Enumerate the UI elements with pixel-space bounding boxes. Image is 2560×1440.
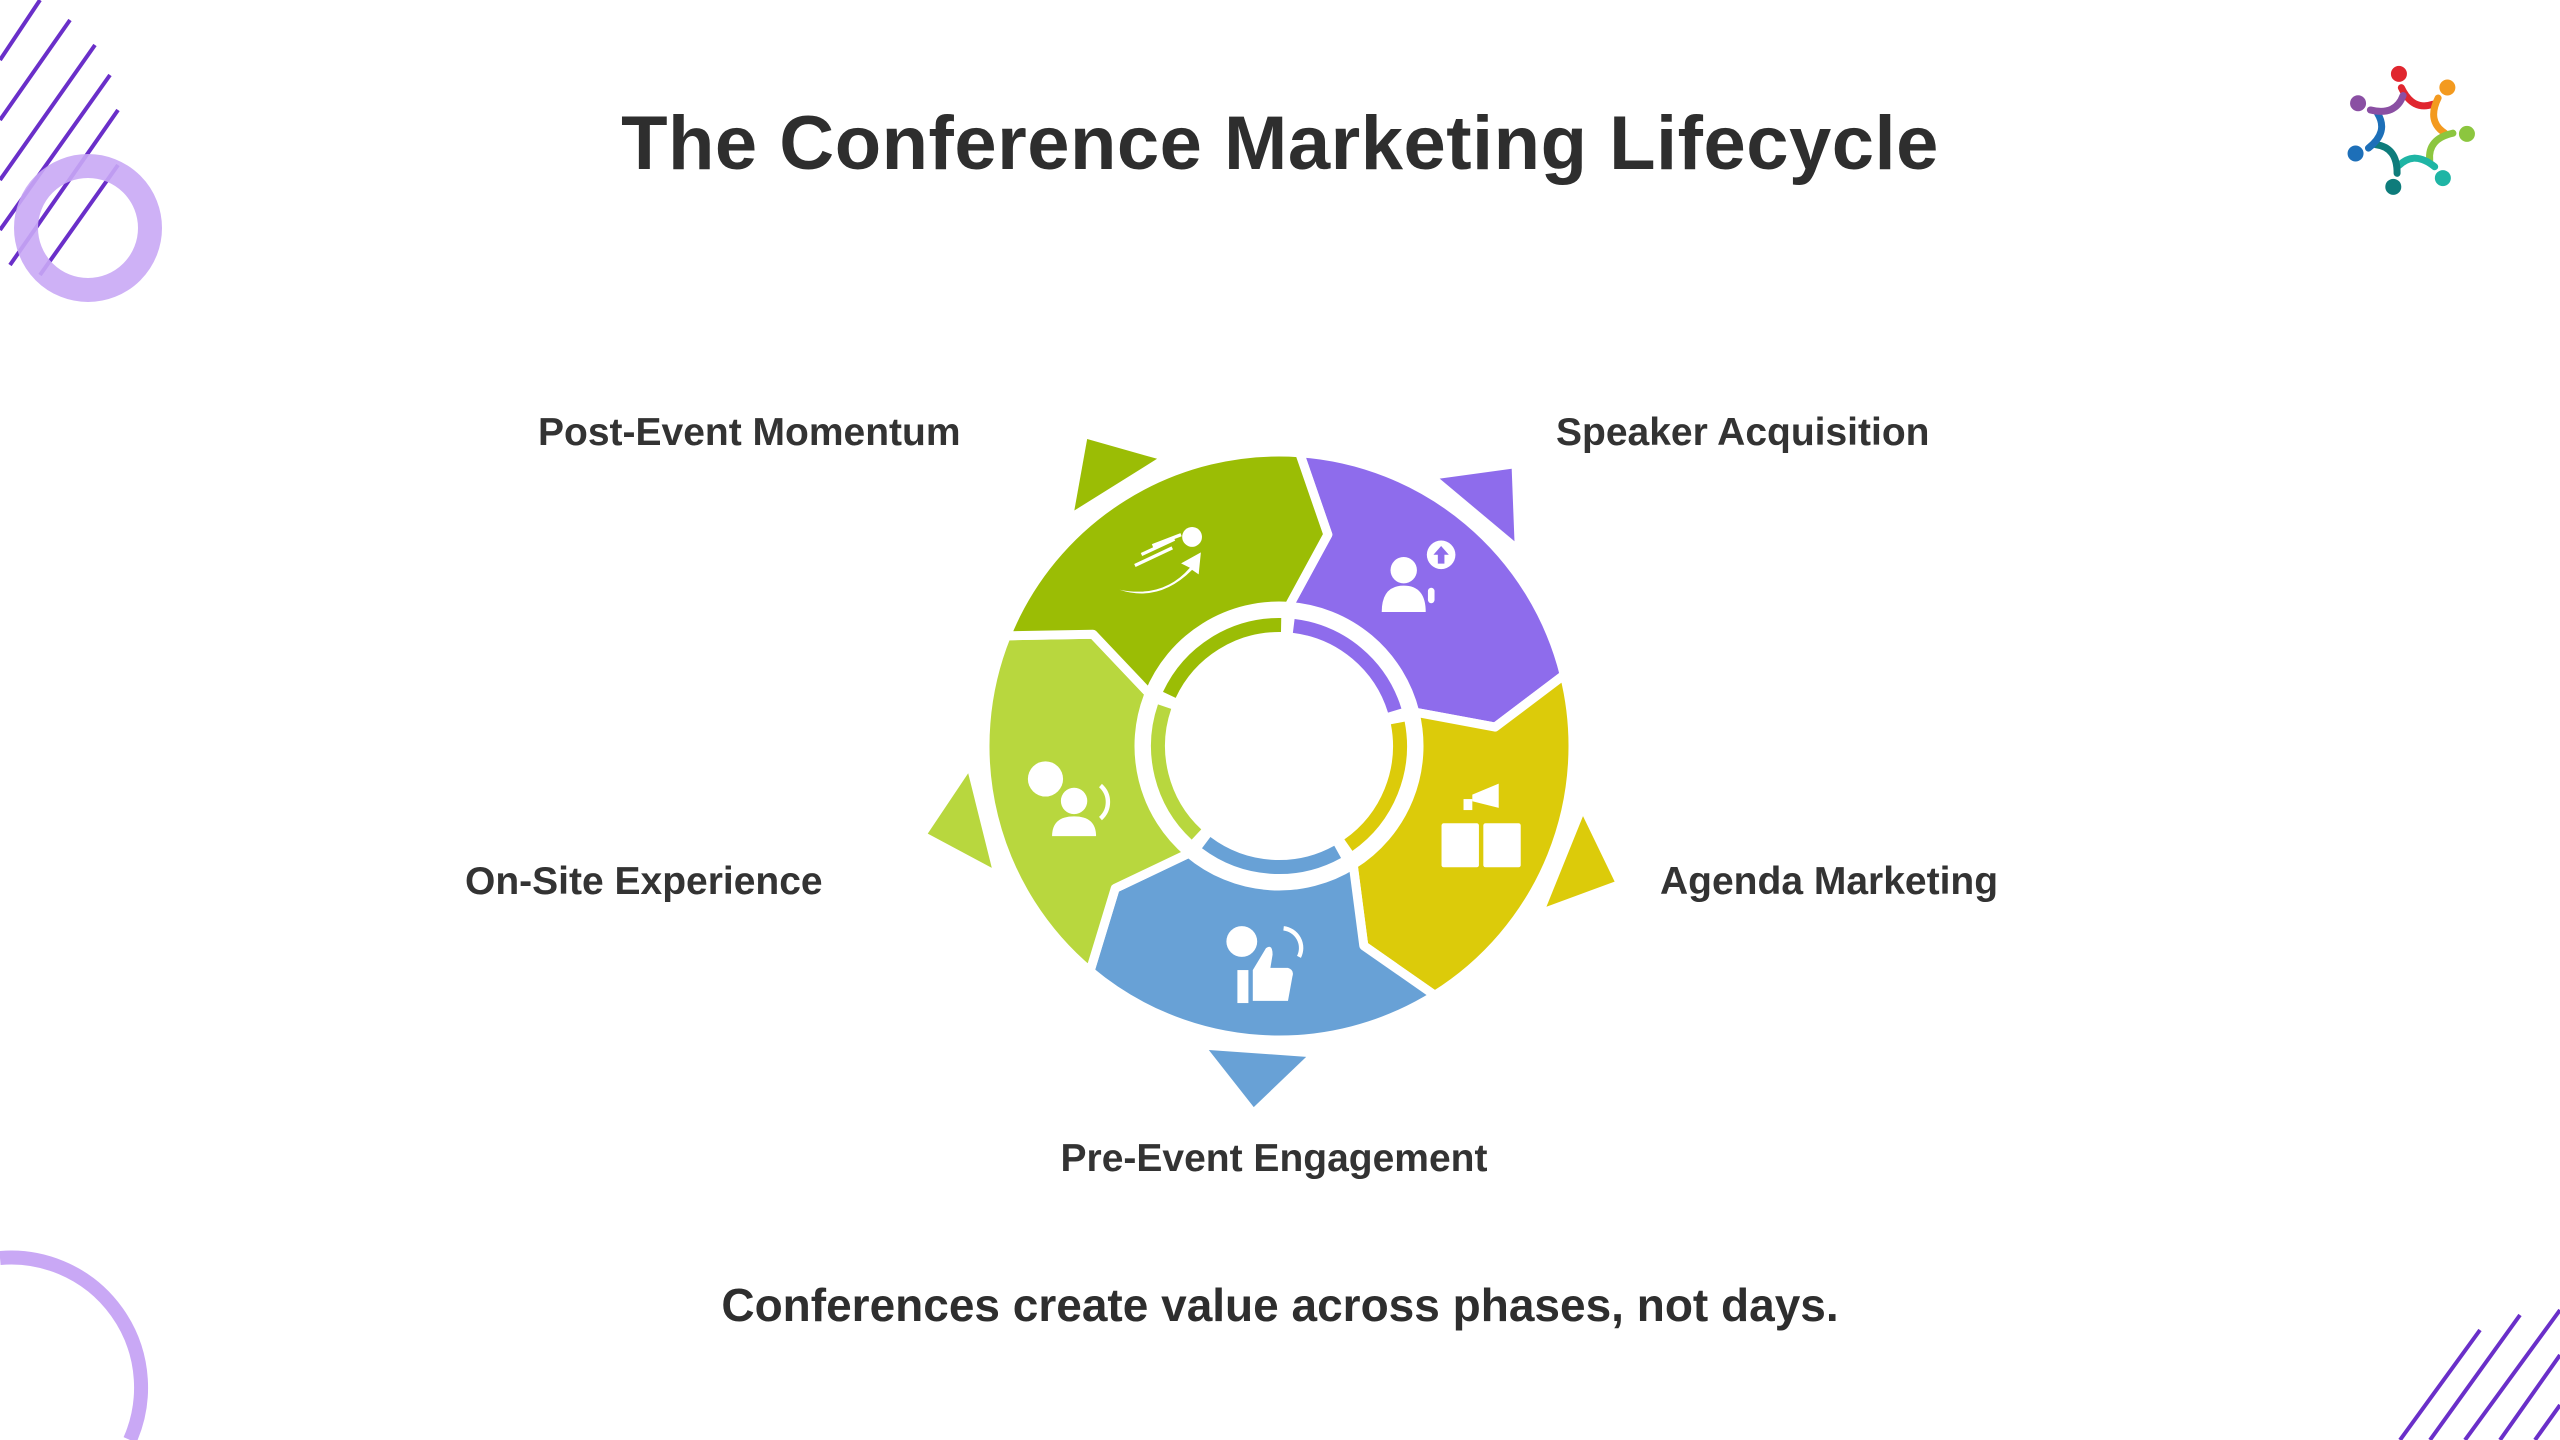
footer-tagline: Conferences create value across phases, …	[721, 1279, 1839, 1331]
thumbs-up-engagement-icon	[1226, 926, 1304, 1004]
speaker-microphone-icon	[1381, 540, 1456, 613]
logo-figure	[2347, 109, 2386, 162]
stage-segment-on-site-experience	[927, 629, 1202, 976]
inner-ring-arc	[1344, 721, 1407, 851]
pointer-triangle	[927, 773, 992, 868]
segment-shape	[1085, 848, 1440, 1045]
pointer-triangle	[1208, 1050, 1307, 1108]
stage-segment-pre-event-engagement	[1085, 836, 1440, 1108]
logo-figure	[2430, 79, 2456, 137]
stage-segment-speaker-acquisition	[1284, 448, 1569, 732]
pointer-triangle	[1074, 439, 1158, 511]
bottom-left-arc	[0, 1250, 149, 1440]
stage-segment-post-event-momentum	[1001, 439, 1333, 699]
location-person-icon	[1027, 761, 1111, 837]
stage-label-post-event-momentum: Post-Event Momentum	[538, 411, 961, 454]
pointer-triangle	[1439, 468, 1515, 542]
stage-label-pre-event-engagement: Pre-Event Engagement	[1060, 1137, 1488, 1180]
logo-figure	[2372, 141, 2402, 195]
segment-shape	[1001, 447, 1333, 699]
logo-figure	[2390, 65, 2437, 110]
agenda-megaphone-icon	[1441, 783, 1521, 868]
stage-segment-agenda-marketing	[1344, 670, 1615, 1000]
inner-ring-arc	[1292, 618, 1402, 713]
page-title: The Conference Marketing Lifecycle	[621, 101, 1939, 186]
logo-figure	[2426, 125, 2475, 164]
inner-ring-arc	[1151, 704, 1202, 840]
inner-ring-arc	[1201, 836, 1342, 874]
stage-label-agenda-marketing: Agenda Marketing	[1660, 860, 1999, 903]
logo-figure	[2350, 91, 2407, 115]
inner-ring-arc	[1162, 618, 1282, 698]
top-left-ring	[14, 154, 162, 302]
momentum-arrow-icon	[1119, 527, 1202, 594]
stage-label-on-site-experience: On-Site Experience	[465, 860, 823, 903]
stage-label-speaker-acquisition: Speaker Acquisition	[1556, 411, 1930, 454]
bottom-right-stripes	[2398, 1308, 2560, 1440]
logo-figure	[2395, 154, 2451, 187]
segment-shape	[1284, 448, 1569, 732]
pointer-triangle	[1546, 816, 1615, 907]
